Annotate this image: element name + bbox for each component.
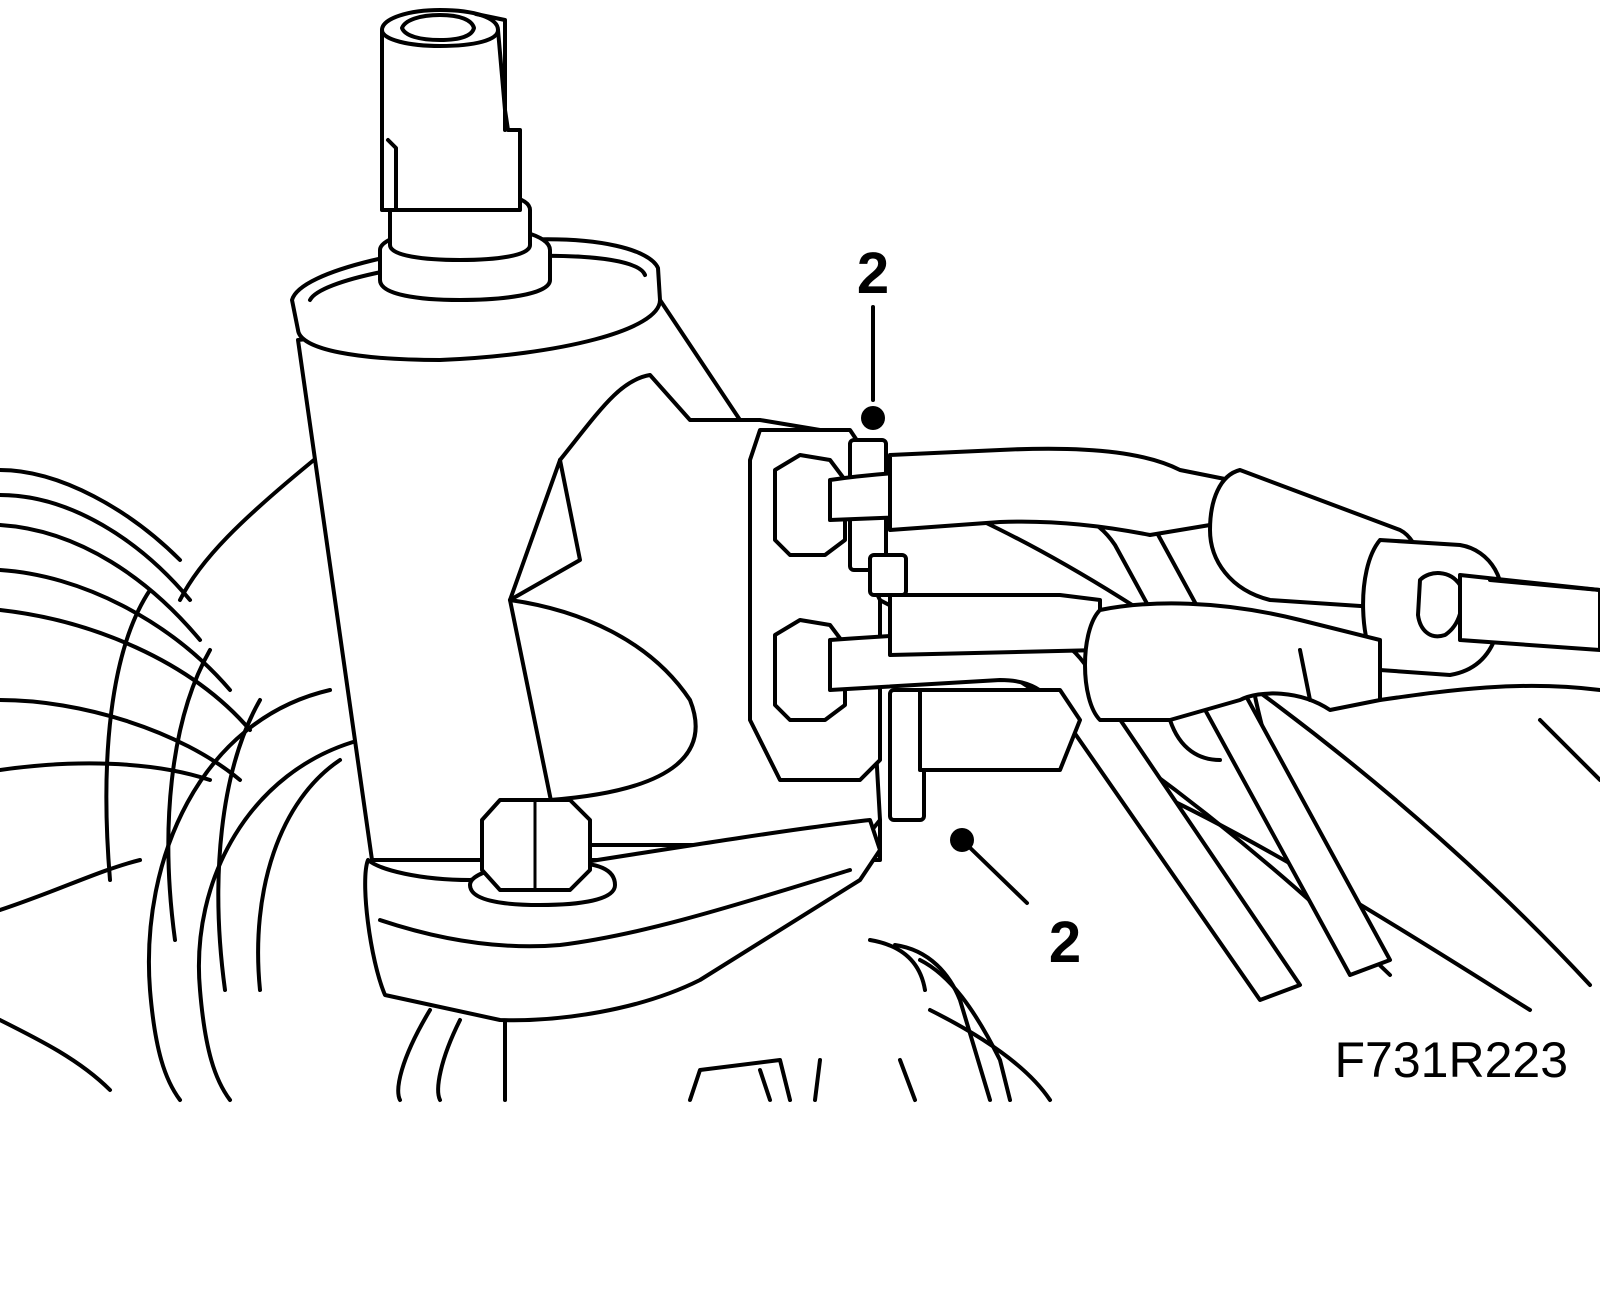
callout-label-lower: 2 [1049,910,1081,975]
callout-label-upper: 2 [857,241,889,306]
callout-dot-upper [861,406,885,430]
round-housing [147,688,362,1102]
input-shaft [378,8,552,302]
hose-fitting [1083,468,1600,762]
callout-dot-lower [950,828,974,852]
hydraulic-pipes [828,446,1392,1002]
steering-rack-bellows [0,468,262,1092]
lower-bracket [396,938,1052,1102]
callout-leaders [861,305,1029,905]
figure-reference-code: F731R223 [1335,1032,1569,1088]
sealing-washers [848,438,926,822]
